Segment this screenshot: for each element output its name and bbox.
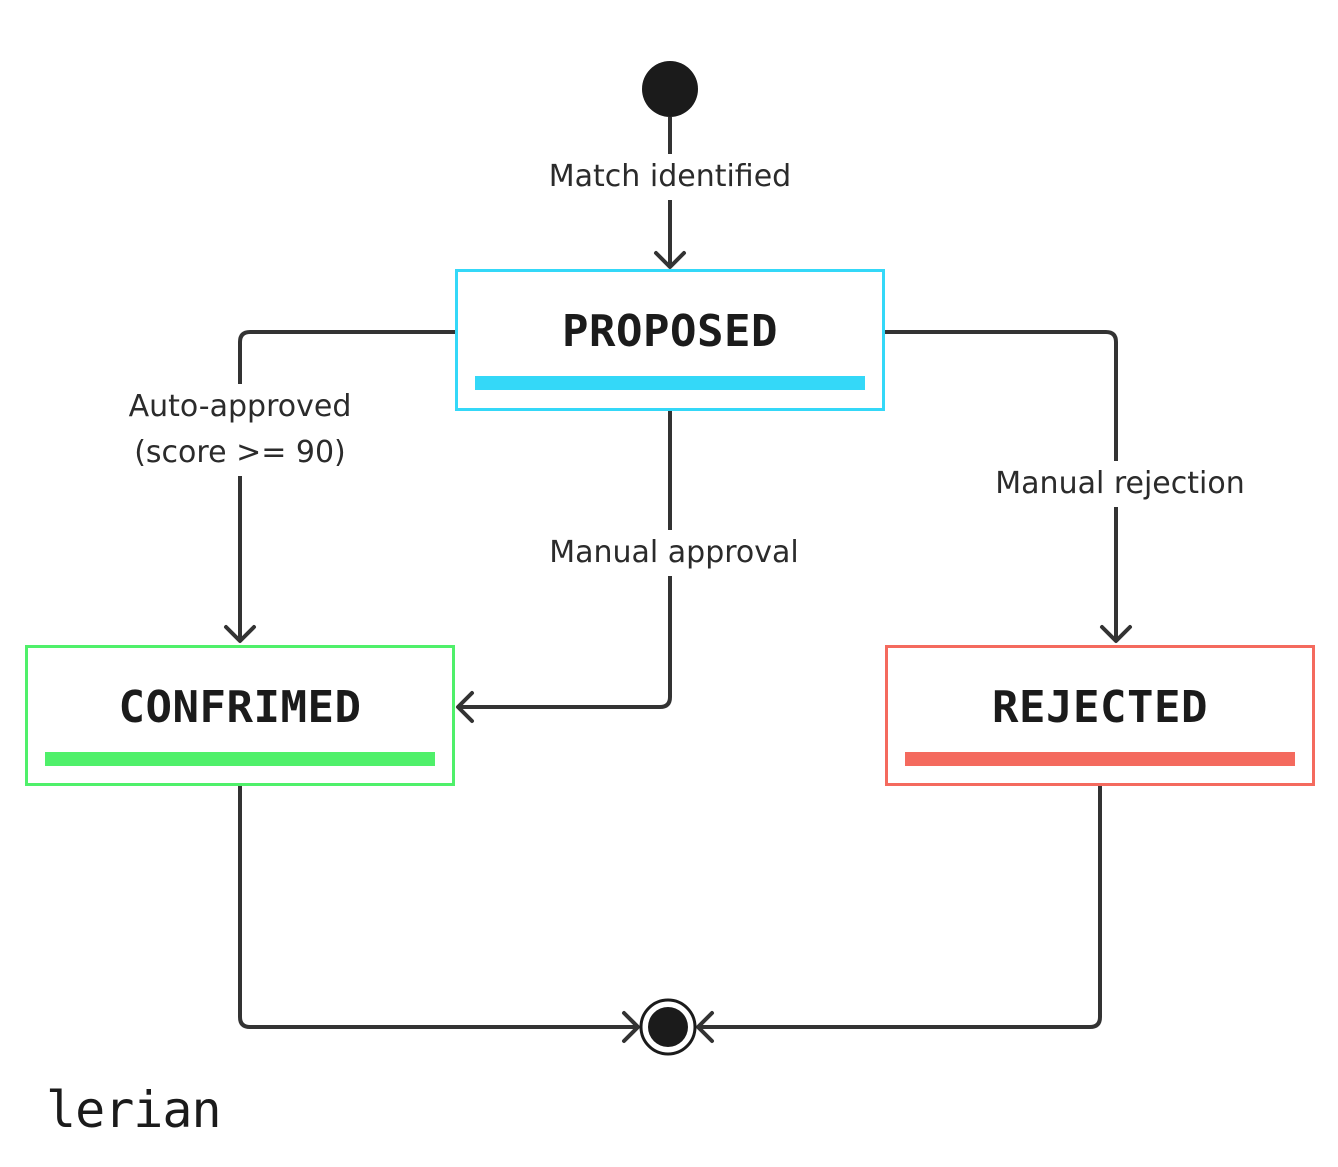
state-rejected: REJECTED bbox=[885, 645, 1315, 786]
label-auto-approved-line2: (score >= 90) bbox=[134, 435, 346, 470]
arrowhead-final-left bbox=[622, 1011, 640, 1043]
arrowhead-rejected bbox=[1100, 625, 1132, 643]
label-manual-approval: Manual approval bbox=[536, 530, 812, 576]
state-confirmed-title: CONFRIMED bbox=[118, 682, 362, 733]
state-confirmed-color-bar bbox=[45, 752, 435, 766]
label-match-identified: Match identified bbox=[540, 154, 800, 200]
state-proposed-title: PROPOSED bbox=[562, 306, 778, 357]
arrowhead-confirmed-side bbox=[456, 691, 474, 723]
edge-manual-approval bbox=[459, 410, 672, 709]
label-auto-approved: Auto-approved (score >= 90) bbox=[118, 384, 362, 476]
arrowhead-final-right bbox=[696, 1011, 714, 1043]
edge-auto-approved bbox=[238, 330, 455, 640]
label-auto-approved-line1: Auto-approved bbox=[128, 389, 352, 424]
arrowhead-confirmed bbox=[224, 625, 256, 643]
edge-rejected-final bbox=[699, 786, 1102, 1029]
final-node bbox=[639, 998, 697, 1056]
state-rejected-color-bar bbox=[905, 752, 1295, 766]
state-proposed-color-bar bbox=[475, 376, 865, 390]
edge-confirmed-final bbox=[238, 786, 637, 1029]
label-manual-rejection: Manual rejection bbox=[980, 461, 1260, 507]
edge-manual-rejection bbox=[885, 330, 1118, 640]
arrowhead-proposed bbox=[654, 251, 686, 269]
state-rejected-title: REJECTED bbox=[992, 682, 1208, 733]
state-proposed: PROPOSED bbox=[455, 269, 885, 411]
state-confirmed: CONFRIMED bbox=[25, 645, 455, 786]
initial-node bbox=[642, 61, 698, 117]
lerian-logo: lerian bbox=[46, 1081, 222, 1139]
